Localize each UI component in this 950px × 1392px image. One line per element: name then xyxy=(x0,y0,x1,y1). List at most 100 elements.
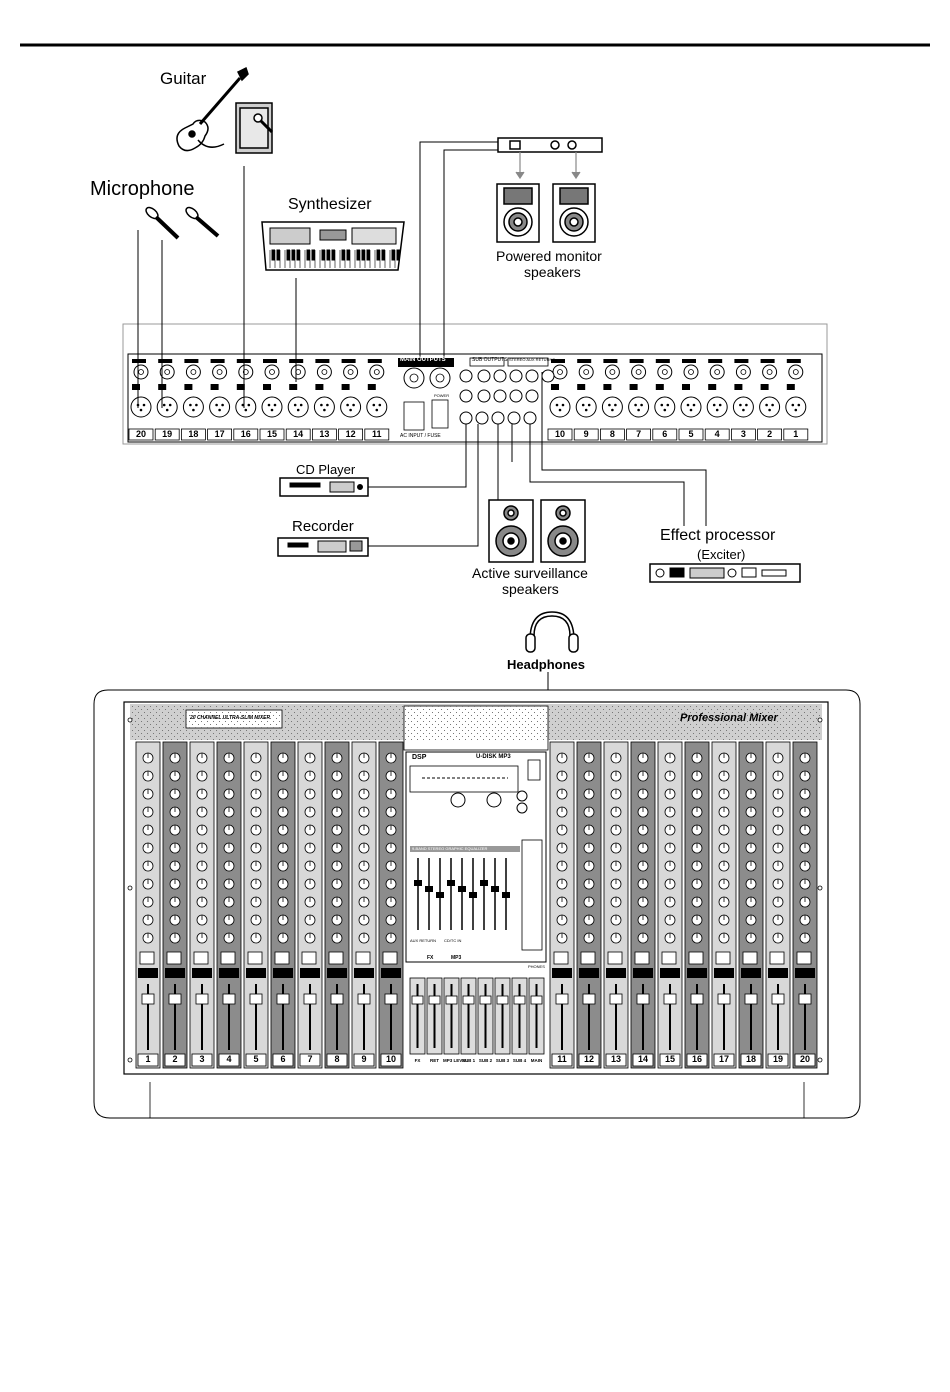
rear-panel-channel-number: 1 xyxy=(784,429,808,439)
mixer-strip-number: 5 xyxy=(246,1054,266,1064)
mixer-strip-16 xyxy=(685,742,709,1068)
mixer-name-label: Professional Mixer xyxy=(680,712,778,724)
mixer-strip-number: 10 xyxy=(381,1054,401,1064)
master-fader-label: FX xyxy=(409,1058,426,1063)
udisk-label: U-DISK MP3 xyxy=(476,754,511,760)
rear-panel-channel-number: 10 xyxy=(548,429,572,439)
mixer-strip-5 xyxy=(244,742,268,1068)
sub-outputs-label: SUB OUTPUTS xyxy=(472,357,508,363)
equalizer-title: 9-BAND STEREO GRAPHIC EQUALIZER xyxy=(412,846,487,851)
power-amplifier-icon xyxy=(498,138,602,152)
ac-input-label: AC INPUT / FUSE xyxy=(400,433,441,439)
headphones-icon xyxy=(526,612,578,652)
screw-icon xyxy=(818,886,822,890)
screw-icon xyxy=(818,1058,822,1062)
rear-panel-channel-number: 15 xyxy=(260,429,284,439)
rear-panel-channel-number: 3 xyxy=(731,429,755,439)
mixer-strip-19 xyxy=(766,742,790,1068)
mixer-strip-number: 7 xyxy=(300,1054,320,1064)
rear-panel-channel-number: 17 xyxy=(208,429,232,439)
screw-icon xyxy=(128,1058,132,1062)
stereo-aux-returns-label: STEREO AUX RETURNS xyxy=(509,357,555,362)
microphone-label: Microphone xyxy=(90,178,195,201)
mixer-strip-number: 20 xyxy=(795,1054,815,1064)
mixer-strip-3 xyxy=(190,742,214,1068)
headphones-label: Headphones xyxy=(507,657,585,672)
mixer-strip-number: 16 xyxy=(687,1054,707,1064)
rear-panel-channel-number: 20 xyxy=(129,429,153,439)
mixer-strip-12 xyxy=(577,742,601,1068)
powered-monitor-label-2: speakers xyxy=(524,264,581,280)
mixer-model-label: 20 CHANNEL ULTRA-SLIM MIXER xyxy=(190,715,270,721)
aux-return-label: AUX RETURN xyxy=(410,938,436,943)
screw-icon xyxy=(128,886,132,890)
rear-panel-channel-number: 4 xyxy=(705,429,729,439)
mixer-strip-4 xyxy=(217,742,241,1068)
mixer-strip-6 xyxy=(271,742,295,1068)
effect-processor-label: Effect processor xyxy=(660,527,775,545)
rear-panel-channel-number: 8 xyxy=(600,429,624,439)
master-fader-3 xyxy=(461,978,476,1054)
rear-panel-channel-number: 9 xyxy=(574,429,598,439)
mixer-strip-number: 13 xyxy=(606,1054,626,1064)
effect-processor-icon xyxy=(650,564,800,582)
mixer-strip-7 xyxy=(298,742,322,1068)
mixer-strip-10 xyxy=(379,742,403,1068)
mixer-strip-number: 8 xyxy=(327,1054,347,1064)
master-fader-5 xyxy=(495,978,510,1054)
mixer-strip-20 xyxy=(793,742,817,1068)
mixer-strip-8 xyxy=(325,742,349,1068)
phones-label: PHONES xyxy=(528,964,545,969)
rear-panel-channel-number: 11 xyxy=(365,429,389,439)
active-surveillance-label: Active surveillance xyxy=(472,565,588,581)
master-fader-6 xyxy=(512,978,527,1054)
screw-icon xyxy=(818,718,822,722)
rear-panel-channel-number: 2 xyxy=(758,429,782,439)
cd-tc-in-label: CD/TC IN xyxy=(444,938,461,943)
mixer-strip-number: 12 xyxy=(579,1054,599,1064)
master-fader-0 xyxy=(410,978,425,1054)
mixer-strip-number: 17 xyxy=(714,1054,734,1064)
power-label: POWER xyxy=(434,393,449,398)
recorder-label: Recorder xyxy=(292,518,354,535)
mixer-strip-13 xyxy=(604,742,628,1068)
monitor-speaker-left-icon xyxy=(497,184,539,242)
master-fader-4 xyxy=(478,978,493,1054)
mixer-strip-number: 9 xyxy=(354,1054,374,1064)
dsp-label: DSP xyxy=(412,754,426,761)
mixer-strip-9 xyxy=(352,742,376,1068)
mixer-strip-17 xyxy=(712,742,736,1068)
synthesizer-icon xyxy=(262,222,404,270)
mixer-strip-number: 4 xyxy=(219,1054,239,1064)
rear-panel-channel-number: 12 xyxy=(339,429,363,439)
master-fader-label: SUB 1 xyxy=(460,1058,477,1063)
mixer-strip-number: 15 xyxy=(660,1054,680,1064)
active-speaker-right-icon xyxy=(541,500,585,562)
monitor-speaker-right-icon xyxy=(553,184,595,242)
cd-player-label: CD Player xyxy=(296,462,355,477)
mixer-strip-1 xyxy=(136,742,160,1068)
mixer-strip-18 xyxy=(739,742,763,1068)
microphone-icon xyxy=(144,205,218,238)
mixer-strip-14 xyxy=(631,742,655,1068)
master-fader-7 xyxy=(529,978,544,1054)
mixer-strip-number: 11 xyxy=(552,1054,572,1064)
powered-monitor-label: Powered monitor xyxy=(496,248,602,264)
rear-panel-channel-number: 13 xyxy=(312,429,336,439)
rear-panel-channel-number: 18 xyxy=(181,429,205,439)
amp-to-speaker-cables xyxy=(516,152,580,178)
rear-panel-channel-number: 5 xyxy=(679,429,703,439)
active-surveillance-label-2: speakers xyxy=(502,581,559,597)
cd-player-icon xyxy=(280,478,368,496)
mixer-strip-2 xyxy=(163,742,187,1068)
mixer-strip-number: 6 xyxy=(273,1054,293,1064)
rear-panel-channel-number: 14 xyxy=(286,429,310,439)
fx-button-label: FX xyxy=(427,955,433,961)
mixer-strip-number: 19 xyxy=(768,1054,788,1064)
exciter-label: (Exciter) xyxy=(697,547,745,562)
master-fader-2 xyxy=(444,978,459,1054)
rear-panel xyxy=(123,324,827,444)
master-fader-label: RET xyxy=(426,1058,443,1063)
